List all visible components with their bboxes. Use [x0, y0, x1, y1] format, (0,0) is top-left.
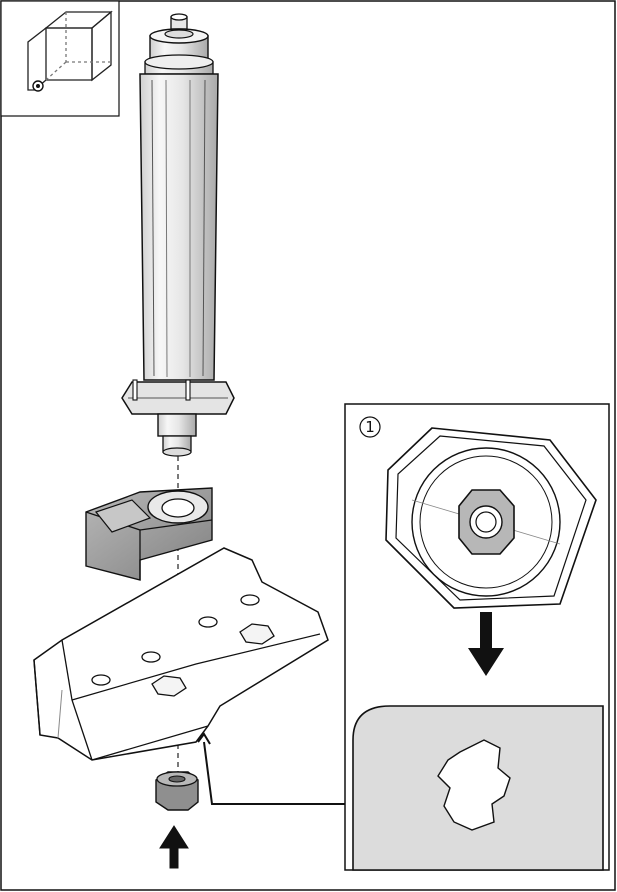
leader-line	[203, 741, 345, 805]
hinge-bracket-plate	[33, 547, 329, 761]
callout-number-badge	[359, 416, 381, 438]
callout-number: 1	[365, 418, 375, 436]
spacer-block	[85, 487, 213, 581]
hex-nut	[155, 771, 199, 811]
arrow-up-icon	[159, 825, 189, 869]
hinge-pin-cylinder	[121, 13, 235, 457]
hex-socket-hole	[437, 739, 511, 831]
detail-callout: 1	[344, 403, 610, 871]
cabinet-corner-locator-icon	[0, 0, 120, 117]
bracket-socket-detail	[352, 705, 604, 871]
flange-top-view	[385, 427, 597, 609]
arrow-down-icon	[468, 612, 504, 676]
